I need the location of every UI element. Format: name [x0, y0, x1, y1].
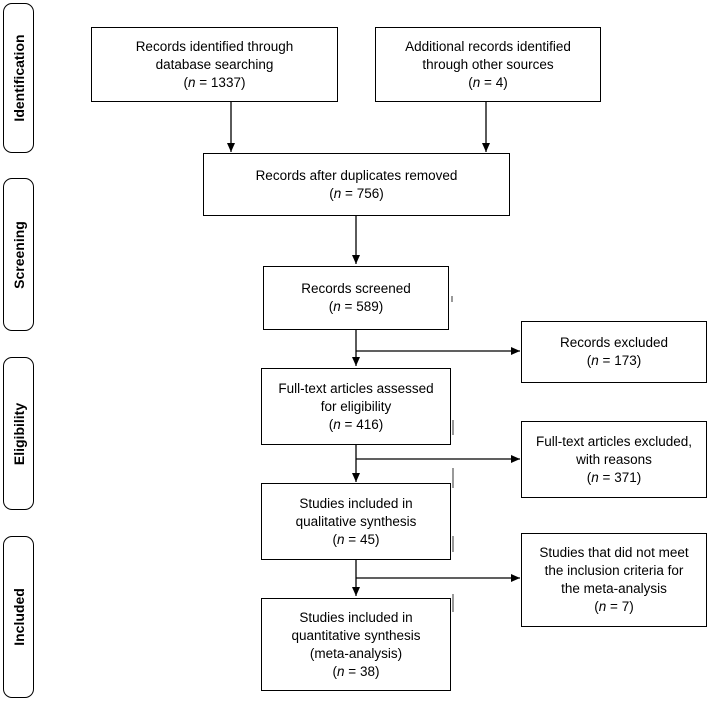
box-text-line: quantitative synthesis — [291, 627, 421, 643]
box-text-line: Full-text articles excluded, — [535, 433, 693, 449]
phase-label-eligibility: Eligibility — [10, 402, 27, 465]
box-text-line: Studies that did not meet — [539, 545, 689, 560]
box-count: (n = 173) — [586, 353, 642, 368]
box-other-sources: Additional records identified through ot… — [375, 27, 601, 102]
box-fulltext-assessed: Full-text articles assessed for eligibil… — [261, 368, 451, 445]
box-count: (n = 416) — [328, 416, 384, 432]
box-text-line: Records after duplicates removed — [255, 167, 458, 183]
box-text-line: Full-text articles assessed — [278, 380, 434, 396]
box-records-screened: Records screened (n = 589) — [263, 266, 449, 330]
phase-label-included: Included — [10, 588, 27, 646]
phase-included: Included — [3, 536, 34, 698]
box-qualitative-synthesis: Studies included in qualitative synthesi… — [261, 483, 451, 560]
box-text-line: qualitative synthesis — [295, 513, 417, 529]
box-text-line: Records screened — [301, 281, 411, 296]
phase-identification: Identification — [3, 3, 34, 153]
phase-eligibility: Eligibility — [3, 357, 34, 510]
box-duplicates-removed: Records after duplicates removed (n = 75… — [203, 153, 510, 216]
box-count: (n = 45) — [332, 531, 380, 547]
box-text-line: through other sources — [422, 56, 554, 72]
box-count: (n = 4) — [468, 74, 508, 90]
box-text-line: Records identified through — [135, 38, 294, 54]
box-fulltext-excluded: Full-text articles excluded, with reason… — [521, 421, 707, 498]
box-database-searching: Records identified through database sear… — [91, 27, 338, 102]
box-count: (n = 371) — [586, 469, 642, 485]
box-count: (n = 756) — [329, 185, 384, 201]
box-count: (n = 7) — [594, 599, 634, 614]
phase-label-screening: Screening — [10, 220, 27, 289]
box-text-line: Additional records identified — [405, 38, 571, 54]
box-text-line: Studies included in — [299, 609, 413, 625]
box-text-line: with reasons — [576, 451, 652, 467]
box-text-line: (meta-analysis) — [309, 645, 403, 661]
box-text-line: Records excluded — [559, 335, 669, 350]
box-count: (n = 589) — [328, 299, 384, 314]
box-count: (n = 38) — [332, 663, 380, 679]
box-text-line: the meta-analysis — [561, 581, 667, 596]
box-quantitative-synthesis: Studies included in quantitative synthes… — [261, 598, 451, 691]
phase-label-identification: Identification — [10, 34, 27, 122]
box-text-line: the inclusion criteria for — [544, 563, 684, 578]
box-text-line: Studies included in — [299, 495, 413, 511]
box-records-excluded: Records excluded (n = 173) — [521, 321, 707, 383]
box-not-meet-criteria: Studies that did not meet the inclusion … — [521, 533, 707, 627]
phase-screening: Screening — [3, 178, 34, 331]
box-text-line: database searching — [155, 56, 274, 72]
box-text-line: for eligibility — [320, 398, 392, 414]
box-count: (n = 1337) — [183, 74, 246, 90]
